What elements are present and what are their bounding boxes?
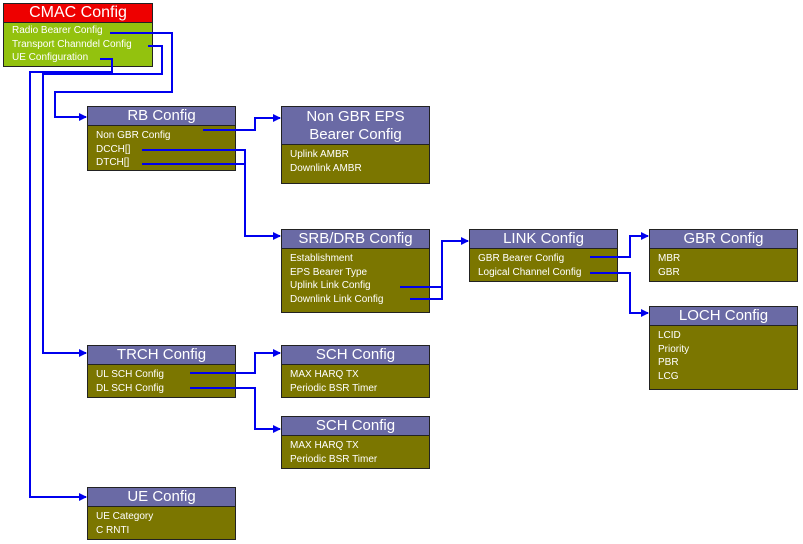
box-body: MAX HARQ TX Periodic BSR Timer [282,365,429,397]
field-uplink-link-config: Uplink Link Config [290,280,371,292]
field-mbr: MBR [658,253,681,264]
field-ue-configuration: UE Configuration [12,52,89,64]
field-ue-category: UE Category [96,511,154,522]
field-establishment: Establishment [290,253,353,264]
box-body: MAX HARQ TX Periodic BSR Timer [282,436,429,468]
field-gbr: GBR [658,266,680,278]
field-max-harq-tx: MAX HARQ TX [290,440,359,451]
gbr-config-box: GBR Config MBR GBR [649,229,798,282]
dl-sch-config-box: SCH Config MAX HARQ TX Periodic BSR Time… [281,416,430,469]
field-lcg: LCG [658,370,679,382]
box-title: RB Config [88,107,235,126]
ul-sch-config-box: SCH Config MAX HARQ TX Periodic BSR Time… [281,345,430,398]
box-body: MBR GBR [650,249,797,281]
field-non-gbr-config: Non GBR Config [96,130,171,141]
field-gbr-bearer-config: GBR Bearer Config [478,253,565,264]
box-body: Non GBR Config DCCH[] DTCH[] [88,126,235,170]
field-max-harq-tx: MAX HARQ TX [290,369,359,380]
box-title: UE Config [88,488,235,507]
connector-cmac-to-trch [42,45,163,357]
box-title: SCH Config [282,417,429,436]
box-title: SRB/DRB Config [282,230,429,249]
box-title: GBR Config [650,230,797,249]
box-body: UL SCH Config DL SCH Config [88,365,235,397]
box-title: LINK Config [470,230,617,249]
field-dcch: DCCH[] [96,143,131,155]
box-body: Radio Bearer Config Transport Channdel C… [4,23,152,66]
rb-config-box: RB Config Non GBR Config DCCH[] DTCH[] [87,106,236,171]
box-title: Non GBR EPS Bearer Config [282,107,429,145]
box-body: LCID Priority PBR LCG [650,326,797,389]
box-body: Uplink AMBR Downlink AMBR [282,145,429,183]
field-pbr: PBR [658,357,679,369]
non-gbr-eps-bearer-config-box: Non GBR EPS Bearer Config Uplink AMBR Do… [281,106,430,184]
field-downlink-link-config: Downlink Link Config [290,293,384,305]
field-uplink-ambr: Uplink AMBR [290,149,349,160]
cmac-config-box: CMAC Config Radio Bearer Config Transpor… [3,3,153,67]
field-ul-sch-config: UL SCH Config [96,369,164,380]
field-eps-bearer-type: EPS Bearer Type [290,266,368,278]
field-periodic-bsr-timer: Periodic BSR Timer [290,453,378,465]
field-logical-channel-config: Logical Channel Config [478,266,582,278]
box-body: GBR Bearer Config Logical Channel Config [470,249,617,281]
field-periodic-bsr-timer: Periodic BSR Timer [290,382,378,394]
box-body: UE Category C RNTI [88,507,235,539]
box-title: TRCH Config [88,346,235,365]
srb-drb-config-box: SRB/DRB Config Establishment EPS Bearer … [281,229,430,313]
field-radio-bearer-config: Radio Bearer Config [12,25,103,36]
field-downlink-ambr: Downlink AMBR [290,162,362,174]
field-dtch: DTCH[] [96,157,130,169]
field-priority: Priority [658,343,690,355]
ue-config-box: UE Config UE Category C RNTI [87,487,236,540]
field-dl-sch-config: DL SCH Config [96,382,164,394]
box-body: Establishment EPS Bearer Type Uplink Lin… [282,249,429,312]
field-c-rnti: C RNTI [96,524,130,536]
box-title: CMAC Config [4,4,152,23]
field-lcid: LCID [658,330,681,341]
loch-config-box: LOCH Config LCID Priority PBR LCG [649,306,798,390]
box-title: SCH Config [282,346,429,365]
link-config-box: LINK Config GBR Bearer Config Logical Ch… [469,229,618,282]
box-title: LOCH Config [650,307,797,326]
field-transport-channel-config: Transport Channdel Config [12,38,132,50]
trch-config-box: TRCH Config UL SCH Config DL SCH Config [87,345,236,398]
